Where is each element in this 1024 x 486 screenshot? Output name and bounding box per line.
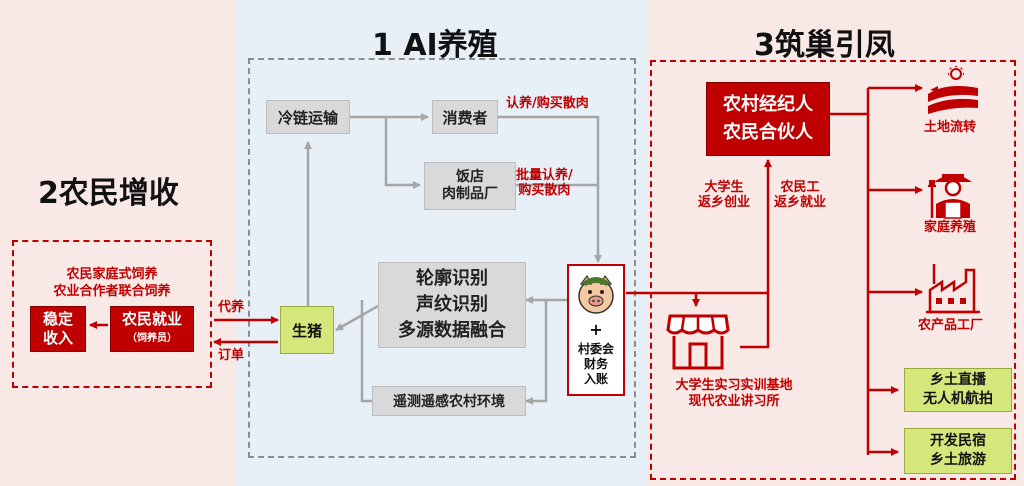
livestream-box: 乡土直播 无人机航拍 [904, 368, 1012, 412]
farming-mode-text: 农民家庭式饲养 农业合作者联合饲养 [14, 266, 210, 300]
consumer-label: 认养/购买散肉 [506, 96, 589, 111]
stable-income-box: 稳定 收入 [30, 306, 86, 352]
stable-income-line2: 收入 [42, 329, 73, 347]
remote-sensing-box: 遥测遥感农村环境 [372, 386, 526, 416]
livestream-line2: 无人机航拍 [923, 391, 993, 407]
village-line3: 入账 [583, 372, 608, 386]
broker-line1: 农村经纪人 [723, 94, 813, 115]
restaurant-label-line2: 购买散肉 [518, 183, 571, 198]
attract-talent-frame [650, 60, 1016, 480]
recognition-line2: 声纹识别 [416, 294, 488, 315]
restaurant-box: 饭店 肉制品厂 [424, 162, 516, 210]
factory-label: 农产品工厂 [918, 318, 984, 333]
training-base-line2: 现代农业讲习所 [688, 394, 780, 409]
restaurant-line1: 饭店 [456, 169, 484, 185]
student-line1: 大学生 [704, 180, 744, 195]
restaurant-label: 批量认养/ 购买散肉 [516, 168, 573, 198]
farmland-icon [928, 66, 978, 114]
factory-icon [926, 264, 980, 314]
restaurant-label-line1: 批量认养/ [516, 168, 573, 183]
farmer-income-panel [0, 0, 236, 486]
worker-line1: 农民工 [780, 180, 820, 195]
farmer-employment-line1: 农民就业 [121, 310, 182, 328]
farming-mode-line2: 农业合作者联合饲养 [53, 284, 171, 299]
raise-label: 代养 [218, 300, 245, 315]
attract-talent-title: 3筑巢引凤 [754, 28, 895, 63]
family-breeding-label: 家庭养殖 [924, 220, 977, 235]
homestay-line1: 开发民宿 [930, 433, 986, 449]
farmer-employment-box: 农民就业 （饲养员） [110, 306, 194, 352]
farmer-employment-line2: （饲养员） [127, 333, 177, 344]
worker-return-label: 农民工 返乡就业 [774, 180, 826, 210]
livestream-line1: 乡土直播 [930, 372, 986, 388]
ai-breeding-title: 1 AI养殖 [372, 28, 498, 63]
student-line2: 返乡创业 [698, 195, 751, 210]
farmer-income-title: 2农民增收 [38, 176, 179, 211]
broker-line2: 农民合伙人 [723, 122, 813, 143]
homestay-box: 开发民宿 乡土旅游 [904, 428, 1012, 474]
recognition-line1: 轮廓识别 [416, 268, 488, 289]
pig-mascot-icon [578, 274, 614, 314]
worker-line2: 返乡就业 [774, 195, 827, 210]
ai-breeding-frame [248, 58, 636, 458]
recognition-line3: 多源数据融合 [398, 320, 506, 341]
village-plus: + [589, 320, 603, 339]
recognition-box: 轮廓识别 声纹识别 多源数据融合 [378, 262, 526, 348]
stable-income-line1: 稳定 [42, 310, 73, 328]
village-committee-box: + 村委会 财务 入账 [567, 264, 625, 396]
cold-chain-box: 冷链运输 [266, 100, 350, 134]
village-line1: 村委会 [577, 342, 614, 356]
shop-icon [666, 314, 730, 370]
farming-mode-line1: 农民家庭式饲养 [66, 267, 158, 282]
order-label: 订单 [218, 348, 245, 363]
village-text: 村委会 财务 入账 [569, 342, 623, 387]
training-base-text: 大学生实习实训基地 现代农业讲习所 [652, 378, 816, 410]
farmer-income-frame [12, 240, 212, 388]
land-transfer-label: 土地流转 [924, 120, 977, 135]
live-pig-box: 生猪 [280, 306, 334, 354]
student-return-label: 大学生 返乡创业 [698, 180, 750, 210]
village-line2: 财务 [583, 357, 608, 371]
restaurant-line2: 肉制品厂 [442, 186, 498, 202]
farmer-icon [928, 174, 972, 219]
broker-box: 农村经纪人 农民合伙人 [706, 82, 830, 156]
consumer-box: 消费者 [432, 100, 498, 134]
training-base-line1: 大学生实习实训基地 [675, 378, 793, 393]
homestay-line2: 乡土旅游 [930, 452, 986, 468]
